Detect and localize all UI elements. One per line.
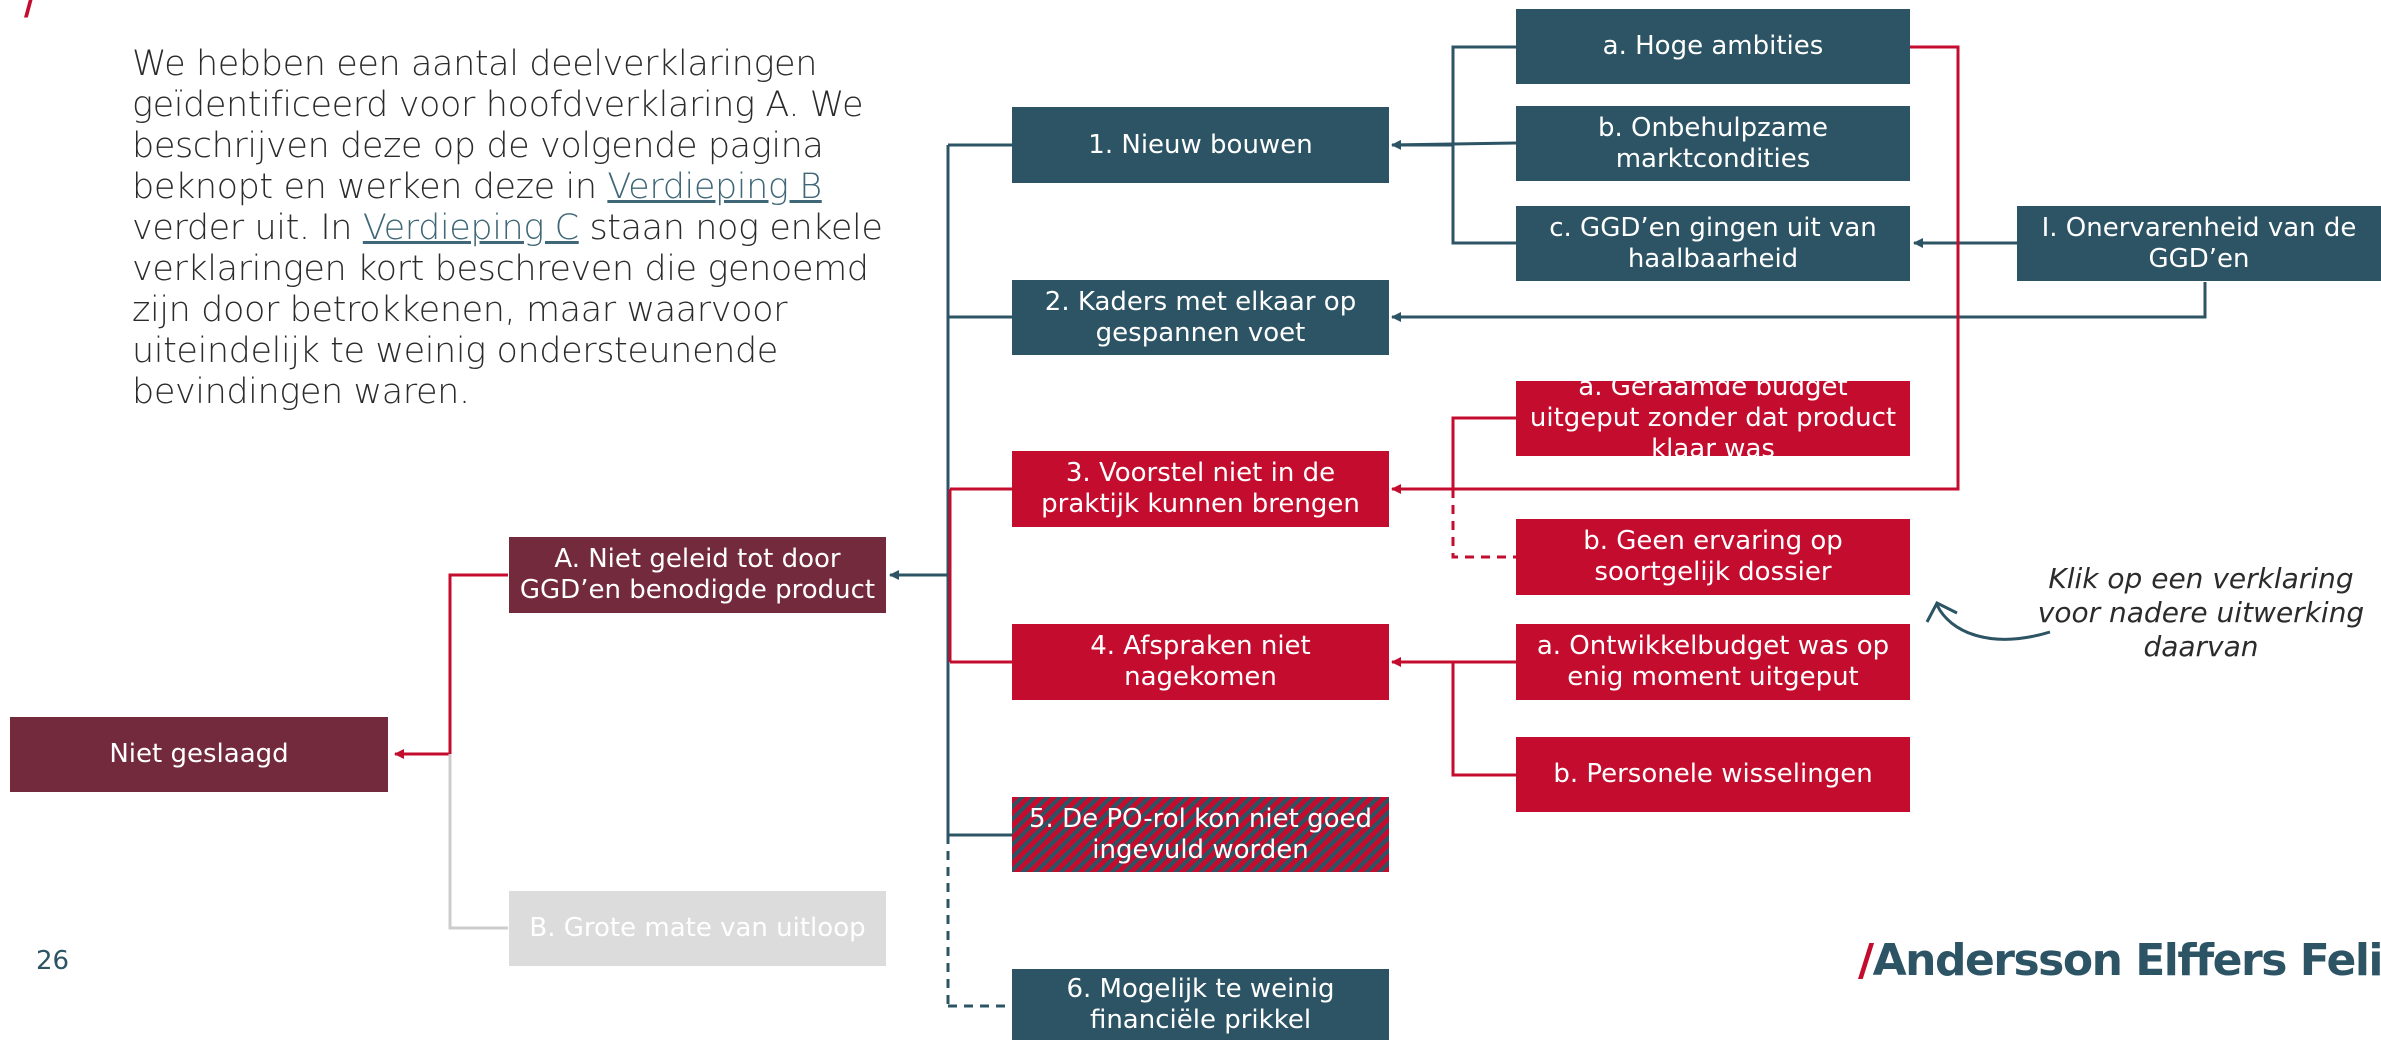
node-niet-geslaagd[interactable]: Niet geslaagd	[10, 717, 388, 792]
node-2-kaders[interactable]: 2. Kaders met elkaar op gespannen voet	[1012, 280, 1389, 355]
node-3a-budget-uitgeput[interactable]: a. Geraamde budget uitgeput zonder dat p…	[1516, 372, 1910, 464]
node-label: 5. De PO-rol kon niet goed ingevuld word…	[1029, 803, 1372, 865]
node-label: 1. Nieuw bouwen	[1088, 129, 1313, 160]
node-label: a. Hoge ambities	[1602, 31, 1824, 61]
node-4b-personele-wisselingen[interactable]: b. Personele wisselingen	[1516, 737, 1910, 812]
node-label: b. Personele wisselingen	[1553, 759, 1873, 789]
node-b-grote-uitloop[interactable]: B. Grote mate van uitloop	[509, 891, 886, 966]
node-label: a. Ontwikkelbudget was op enig moment ui…	[1536, 631, 1890, 692]
node-label: 4. Afspraken niet nagekomen	[1090, 631, 1311, 692]
link-verdieping-b[interactable]: Verdieping B	[607, 167, 822, 207]
node-label: a. Geraamde budget uitgeput zonder dat p…	[1529, 372, 1897, 464]
node-label: b. Onbehulpzame marktcondities	[1597, 112, 1829, 174]
click-hint-note: Klik op een verklaring voor nadere uitwe…	[2037, 562, 2365, 663]
logo-text: Andersson Elffers Felix	[1872, 935, 2381, 986]
node-label: B. Grote mate van uitloop	[529, 913, 866, 943]
intro-text-1: We hebben een aantal deelverklaringen ge…	[132, 44, 864, 207]
decorative-slash: /	[24, 0, 38, 28]
node-label: I. Onervarenheid van de GGD’en	[2041, 212, 2357, 274]
intro-paragraph: We hebben een aantal deelverklaringen ge…	[132, 44, 902, 413]
node-a-niet-geleid[interactable]: A. Niet geleid tot door GGD’en benodigde…	[509, 537, 886, 613]
node-4a-ontwikkelbudget[interactable]: a. Ontwikkelbudget was op enig moment ui…	[1516, 624, 1910, 700]
node-6-financiele-prikkel[interactable]: 6. Mogelijk te weinig financiële prikkel	[1012, 969, 1389, 1040]
intro-text-2: verder uit. In	[132, 208, 363, 248]
company-logo: /Andersson Elffers Felix	[1858, 935, 2381, 986]
node-label: 6. Mogelijk te weinig financiële prikkel	[1066, 973, 1335, 1035]
node-1b-marktcondities[interactable]: b. Onbehulpzame marktcondities	[1516, 106, 1910, 181]
link-verdieping-c[interactable]: Verdieping C	[362, 208, 579, 248]
logo-slash: /	[1858, 935, 1874, 986]
node-5-po-rol[interactable]: 5. De PO-rol kon niet goed ingevuld word…	[1012, 797, 1389, 872]
node-label: 3. Voorstel niet in de praktijk kunnen b…	[1041, 458, 1360, 519]
node-label: c. GGD’en gingen uit van haalbaarheid	[1549, 212, 1877, 274]
node-1-nieuw-bouwen[interactable]: 1. Nieuw bouwen	[1012, 107, 1389, 183]
page-number: 26	[36, 946, 70, 976]
note-arrow	[1935, 604, 2051, 641]
node-3b-geen-ervaring[interactable]: b. Geen ervaring op soortgelijk dossier	[1516, 519, 1910, 595]
node-1c-haalbaarheid[interactable]: c. GGD’en gingen uit van haalbaarheid	[1516, 206, 1910, 281]
node-label: 2. Kaders met elkaar op gespannen voet	[1044, 286, 1357, 348]
node-1a-hoge-ambities[interactable]: a. Hoge ambities	[1516, 9, 1910, 84]
intro-text-3: staan nog enkele verklaringen kort besch…	[132, 208, 883, 412]
node-4-afspraken[interactable]: 4. Afspraken niet nagekomen	[1012, 624, 1389, 700]
node-3-voorstel[interactable]: 3. Voorstel niet in de praktijk kunnen b…	[1012, 451, 1389, 527]
node-i-onervarenheid[interactable]: I. Onervarenheid van de GGD’en	[2017, 206, 2381, 281]
node-label: A. Niet geleid tot door GGD’en benodigde…	[519, 544, 876, 605]
node-label: b. Geen ervaring op soortgelijk dossier	[1583, 526, 1843, 587]
node-label: Niet geslaagd	[109, 739, 289, 769]
